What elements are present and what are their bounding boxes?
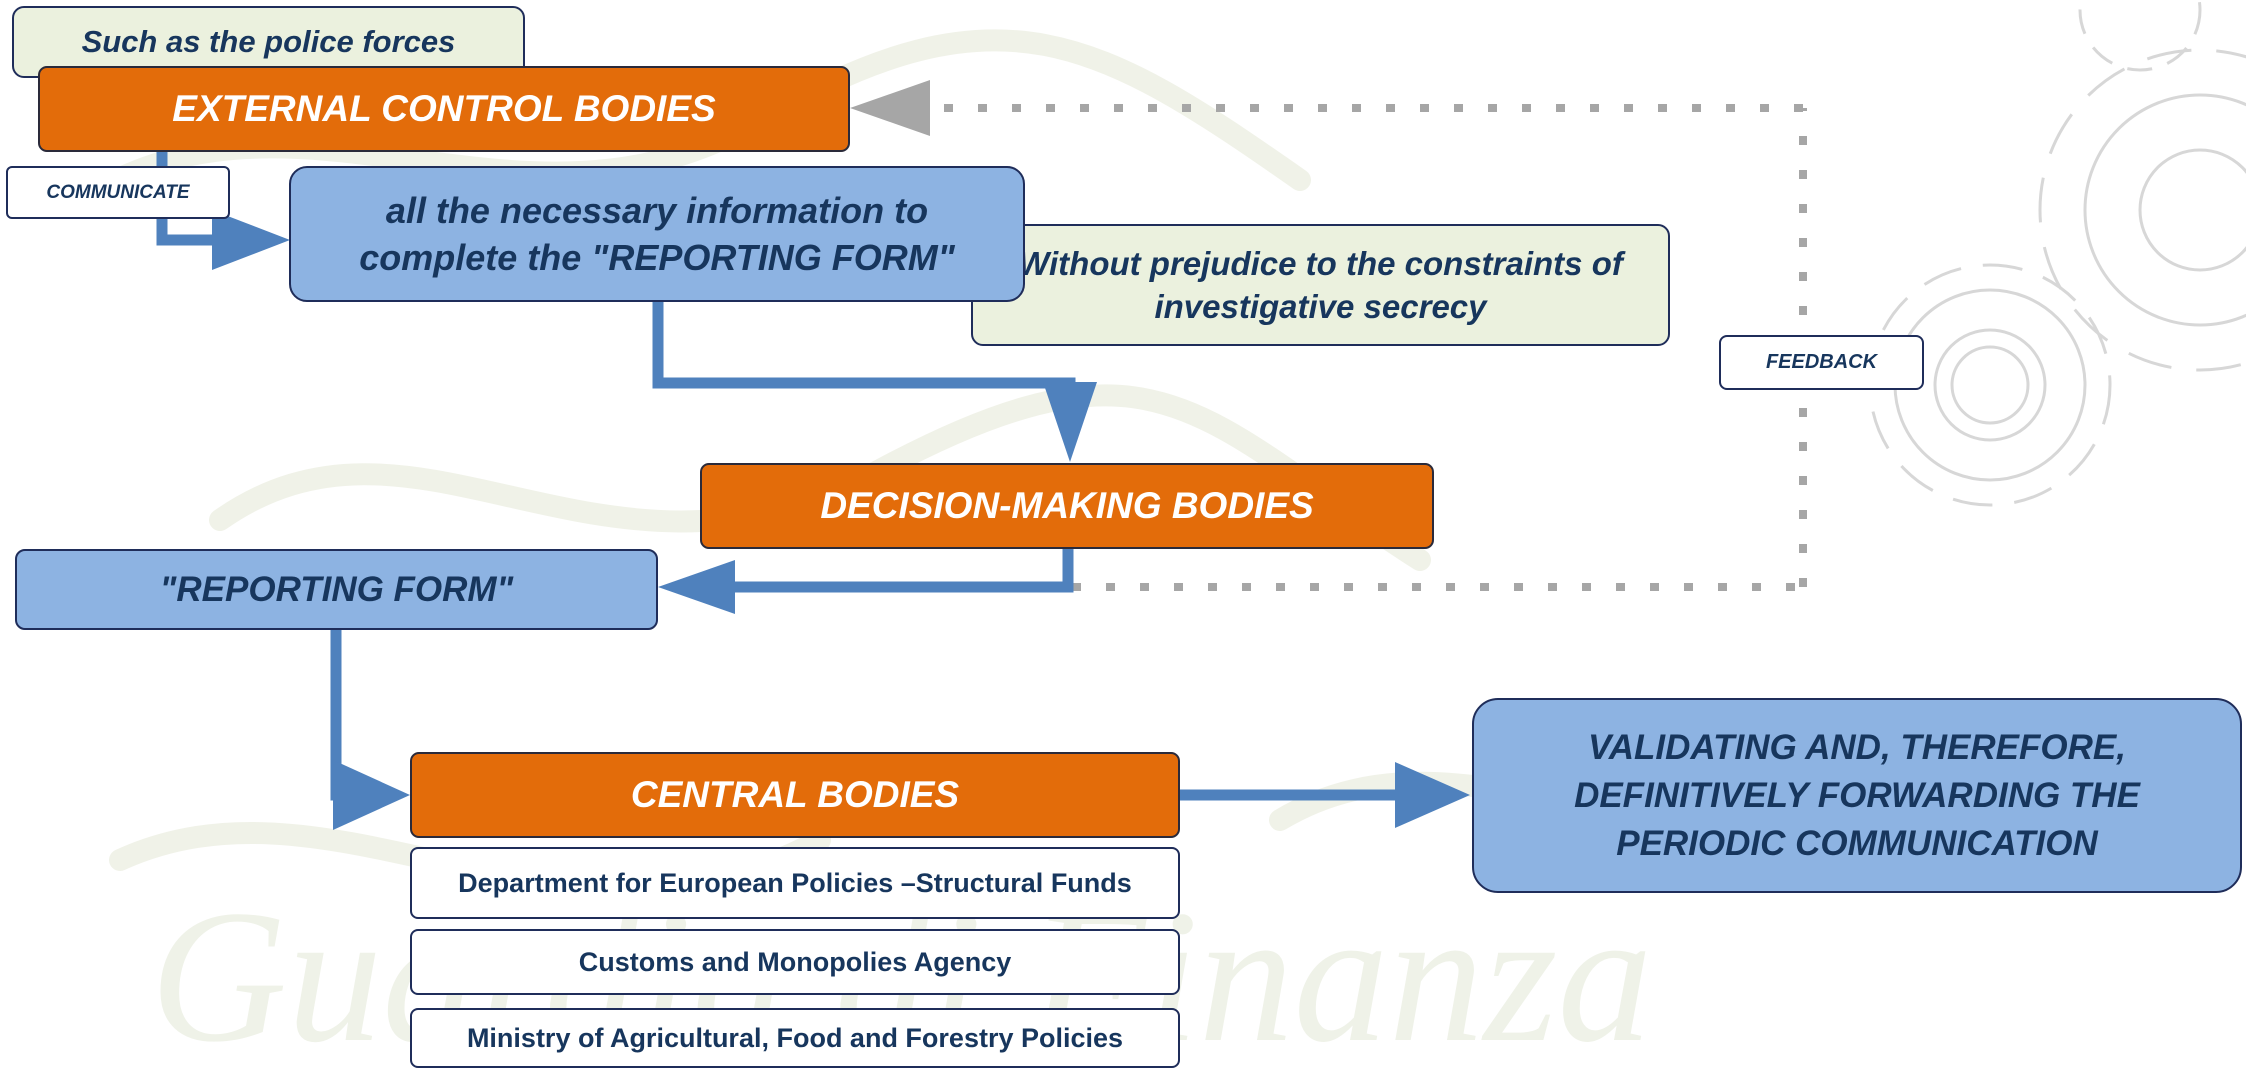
feedback-label-text: FEEDBACK (1765, 351, 1878, 373)
central-member-structural-funds: Department for European Policies –Struct… (410, 847, 1180, 919)
reporting-form-text: "REPORTING FORM" (159, 569, 514, 609)
secrecy-note-text: Without prejudice to the constraints of … (1018, 245, 1623, 325)
external-control-bodies-label: EXTERNAL CONTROL BODIES (172, 88, 716, 129)
decision-making-bodies: DECISION-MAKING BODIES (700, 463, 1434, 549)
reporting-form-box: "REPORTING FORM" (15, 549, 658, 630)
central-member-agricultural-ministry-text: Ministry of Agricultural, Food and Fores… (466, 1022, 1124, 1053)
central-bodies: CENTRAL BODIES (410, 752, 1180, 838)
communicate-label-text: COMMUNICATE (46, 181, 190, 203)
central-member-agricultural-ministry: Ministry of Agricultural, Food and Fores… (410, 1008, 1180, 1068)
necessary-information-text: all the necessary information to complet… (359, 190, 955, 278)
secrecy-note: Without prejudice to the constraints of … (971, 224, 1670, 346)
validating-box: VALIDATING AND, THEREFORE, DEFINITIVELY … (1472, 698, 2242, 893)
communicate-label: COMMUNICATE (6, 166, 230, 219)
police-forces-note-text: Such as the police forces (81, 24, 456, 59)
validating-text: VALIDATING AND, THEREFORE, DEFINITIVELY … (1574, 727, 2140, 863)
central-member-customs: Customs and Monopolies Agency (410, 929, 1180, 995)
external-control-bodies: EXTERNAL CONTROL BODIES (38, 66, 850, 152)
central-member-structural-funds-text: Department for European Policies –Struct… (458, 867, 1132, 898)
central-bodies-label: CENTRAL BODIES (630, 774, 960, 815)
central-member-customs-text: Customs and Monopolies Agency (578, 946, 1012, 977)
feedback-label: FEEDBACK (1719, 335, 1924, 390)
necessary-information-box: all the necessary information to complet… (289, 166, 1025, 302)
decision-making-bodies-label: DECISION-MAKING BODIES (820, 485, 1314, 526)
